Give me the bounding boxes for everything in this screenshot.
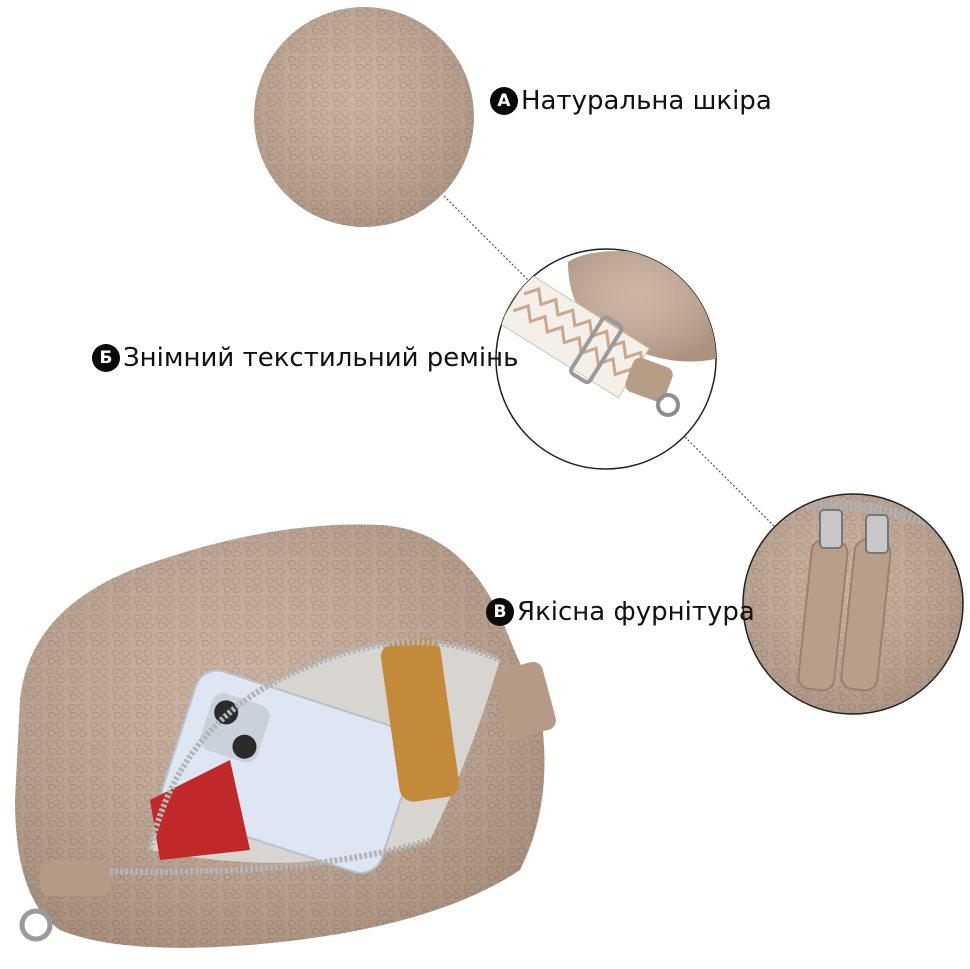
feature-badge: В [486,598,514,626]
feature-removable-strap: Б Знімний текстильний ремінь [92,343,518,373]
feature-genuine-leather: A Натуральна шкіра [490,86,772,116]
feature-quality-hardware: В Якісна фурнітура [486,597,755,627]
connector-line [443,195,529,281]
feature-badge: A [490,87,518,115]
leather-texture-zoom [254,7,474,227]
feature-label: Знімний текстильний ремінь [123,343,519,373]
feature-label: Натуральна шкіра [521,86,772,116]
feature-badge: Б [92,344,120,372]
feature-label: Якісна фурнітура [517,597,755,627]
connector-line [684,436,777,529]
bag-photo [15,524,556,948]
hardware-zoom [742,493,964,715]
strap-zoom [495,248,717,470]
